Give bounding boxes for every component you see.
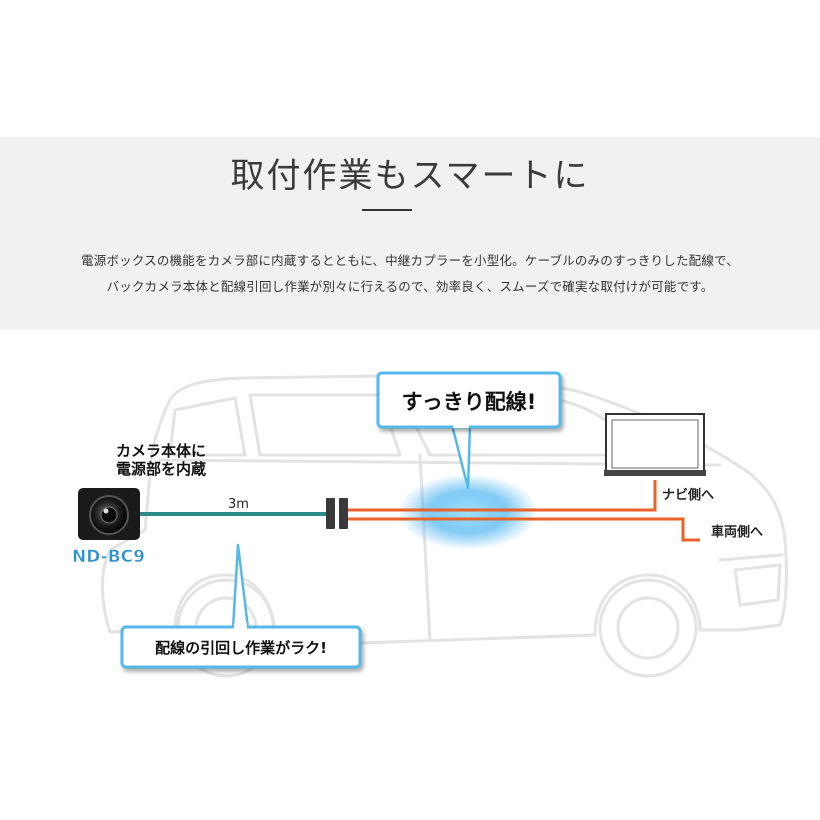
model-name: ND-BC9 <box>72 547 145 567</box>
front-wheel-hub <box>616 596 680 660</box>
navi-cable <box>348 480 657 512</box>
van-front-bumper <box>718 553 784 562</box>
vehicle-cable <box>348 517 700 542</box>
header-band <box>0 137 820 330</box>
description-line-1: 電源ボックスの機能をカメラ部に内蔵するとともに、中継カプラーを小型化。ケーブルの… <box>81 253 739 268</box>
cable-length: 3m <box>228 497 249 512</box>
camera-caption-line-2: 電源部を内蔵 <box>116 460 206 478</box>
front-wheel <box>598 578 698 678</box>
relay-coupler <box>326 498 348 529</box>
van-window-rear <box>168 396 247 457</box>
output-cables <box>348 480 700 542</box>
page-title: 取付作業もスマートに <box>230 156 590 196</box>
callout-easy-routing <box>120 543 362 669</box>
van-grille <box>733 563 782 607</box>
to-vehicle-label: 車両側へ <box>711 524 763 540</box>
camera-caption-line-1: カメラ本体に <box>116 442 206 460</box>
title-divider <box>362 209 412 211</box>
callout-easy-routing-text: 配線の引回し作業がラク! <box>155 639 327 657</box>
clean-wiring-glow <box>398 474 538 550</box>
navi-monitor <box>604 413 706 476</box>
camera-unit <box>78 488 140 540</box>
wiring-diagram: ナビ側へ 車両側へ カメラ本体に 電源部を内蔵 ND-BC9 3m すっきり配線… <box>72 371 788 678</box>
callout-clean-wiring <box>376 371 562 490</box>
to-navi-label: ナビ側へ <box>662 487 714 503</box>
callout-clean-wiring-text: すっきり配線! <box>402 390 537 414</box>
description-line-2: バックカメラ本体と配線引回し作業が別々に行えるので、効率良く、スムーズで確実な取… <box>106 279 714 294</box>
van-window-mid <box>248 393 402 457</box>
